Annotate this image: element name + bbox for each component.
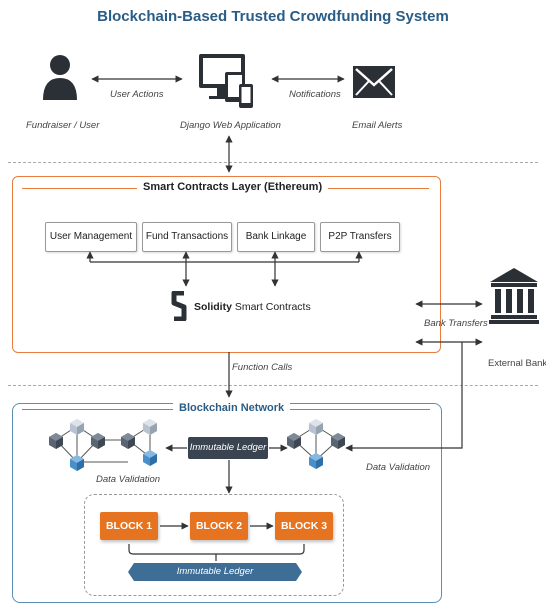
blocks-frame (84, 494, 344, 596)
data-validation-left-label: Data Validation (96, 474, 161, 485)
block-2: BLOCK 2 (190, 512, 248, 540)
immutable-ledger-box: Immutable Ledger (188, 437, 268, 459)
email-label: Email Alerts (352, 120, 403, 131)
user-icon (43, 55, 77, 100)
module-fund-transactions: Fund Transactions (142, 222, 232, 252)
bank-transfers-label: Bank Transfers (424, 318, 488, 329)
node-cluster-left-icon (49, 419, 157, 471)
bank-icon (489, 268, 539, 324)
blockchain-title: Blockchain Network (173, 402, 291, 414)
block-3: BLOCK 3 (275, 512, 333, 540)
solidity-label-bold: Solidity (194, 301, 232, 313)
function-calls-label: Function Calls (232, 362, 293, 373)
diagram-title: Blockchain-Based Trusted Crowdfunding Sy… (97, 8, 449, 25)
envelope-icon (353, 66, 395, 98)
devices-icon (199, 54, 253, 108)
module-user-management: User Management (45, 222, 137, 252)
smart-contracts-layer (12, 176, 441, 353)
block-1: BLOCK 1 (100, 512, 158, 540)
blocks-bracket (128, 544, 305, 555)
solidity-icon (171, 291, 187, 321)
external-bank-label: External Bank (488, 358, 546, 369)
top-divider (8, 162, 538, 163)
data-validation-right-arrow (345, 342, 463, 452)
webapp-label: Django Web Application (180, 120, 281, 131)
user-actions-label: User Actions (110, 89, 164, 100)
solidity-label-rest: Smart Contracts (234, 301, 311, 313)
ribbon-label: Immutable Ledger (176, 566, 254, 577)
immutable-ledger-ribbon (128, 563, 302, 581)
fundraiser-label: Fundraiser / User (26, 120, 100, 131)
notifications-label: Notifications (289, 89, 341, 100)
data-validation-right-label: Data Validation (366, 462, 431, 473)
solidity-label: Solidity Smart Contracts (194, 301, 311, 313)
middle-divider (8, 385, 538, 386)
smart-layer-title: Smart Contracts Layer (Ethereum) (137, 181, 329, 193)
